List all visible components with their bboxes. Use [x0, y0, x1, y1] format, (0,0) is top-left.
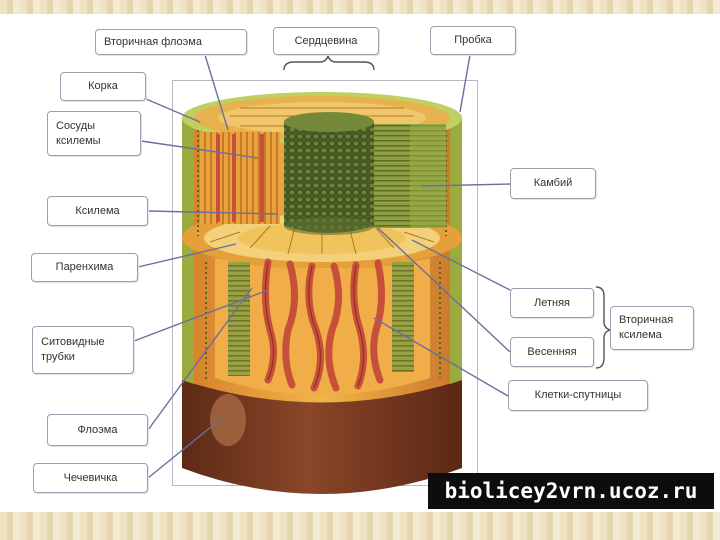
label-phloem: Флоэма: [47, 414, 148, 446]
stem-top: [182, 92, 462, 235]
label-cambium-text: Камбий: [534, 176, 573, 191]
heartwood-brace: [284, 56, 374, 70]
label-companion-cells: Клетки-спутницы: [508, 380, 648, 411]
label-cork-text: Пробка: [454, 33, 492, 48]
label-phloem-text: Флоэма: [78, 423, 118, 438]
label-summer: Летняя: [510, 288, 594, 318]
label-lenticel: Чечевичка: [33, 463, 148, 493]
label-xylem-vessels-text: Сосуды ксилемы: [56, 119, 101, 149]
label-parenchyma: Паренхима: [31, 253, 138, 282]
secondary-xylem-brace: [596, 287, 610, 368]
label-bark: Корка: [60, 72, 146, 101]
label-xylem-text: Ксилема: [75, 204, 119, 219]
label-spring: Весенняя: [510, 337, 594, 367]
label-cork: Пробка: [430, 26, 516, 55]
label-summer-text: Летняя: [534, 296, 570, 311]
label-heartwood: Сердцевина: [273, 27, 379, 55]
label-secondary-phloem: Вторичная флоэма: [95, 29, 247, 55]
label-secondary-xylem-text: Вторичная ксилема: [619, 313, 673, 343]
label-secondary-phloem-text: Вторичная флоэма: [104, 35, 202, 50]
label-sieve-tubes-text: Ситовидные трубки: [41, 335, 105, 365]
label-secondary-xylem: Вторичная ксилема: [610, 306, 694, 350]
label-cambium: Камбий: [510, 168, 596, 199]
label-lenticel-text: Чечевичка: [64, 471, 118, 486]
label-xylem: Ксилема: [47, 196, 148, 226]
label-sieve-tubes: Ситовидные трубки: [32, 326, 134, 374]
label-bark-text: Корка: [88, 79, 118, 94]
label-spring-text: Весенняя: [527, 345, 576, 360]
lenticel-spot: [210, 394, 246, 446]
site-watermark: biolicey2vrn.ucoz.ru: [428, 473, 714, 509]
label-xylem-vessels: Сосуды ксилемы: [47, 111, 141, 156]
label-companion-cells-text: Клетки-спутницы: [535, 388, 622, 403]
label-heartwood-text: Сердцевина: [295, 34, 358, 49]
label-parenchyma-text: Паренхима: [56, 260, 114, 275]
